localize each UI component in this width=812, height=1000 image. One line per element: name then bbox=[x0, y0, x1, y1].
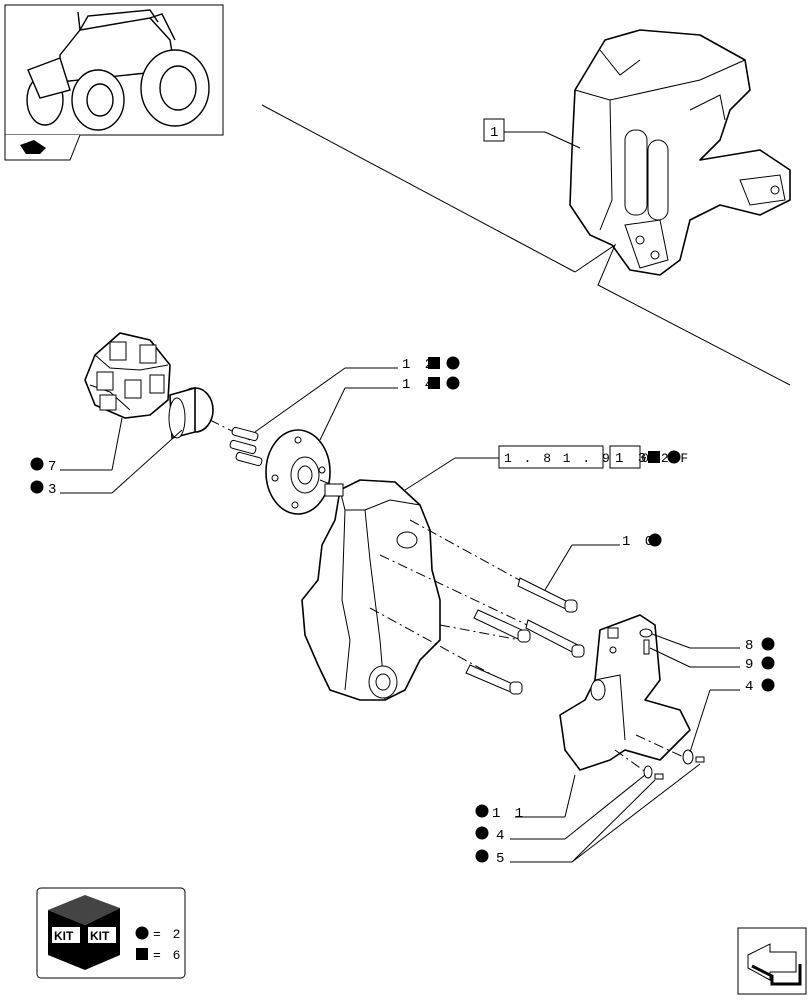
circle-marker-icon bbox=[135, 926, 149, 940]
callout-14[interactable]: 1 4 bbox=[319, 376, 460, 441]
callout-5-label: 5 bbox=[496, 851, 507, 867]
washer-part-8 bbox=[639, 628, 653, 638]
next-page-arrow-icon[interactable] bbox=[737, 927, 807, 995]
callout-12[interactable]: 1 2 bbox=[254, 356, 460, 433]
circle-marker-icon bbox=[30, 457, 44, 471]
callout-4-bottom-label: 4 bbox=[496, 828, 507, 844]
callout-1-label: 1 bbox=[490, 125, 501, 141]
screw-part-9 bbox=[643, 639, 650, 655]
bolt-set-part-12 bbox=[229, 426, 263, 467]
callout-14-label: 1 4 bbox=[402, 377, 436, 393]
washer-part-4 bbox=[643, 749, 694, 779]
circle-marker-icon bbox=[667, 450, 681, 464]
bushing-part-3 bbox=[168, 387, 214, 439]
circle-marker-icon bbox=[30, 480, 44, 494]
coupling-part-7 bbox=[84, 332, 171, 419]
circle-marker-icon bbox=[475, 849, 489, 863]
callout-10[interactable]: 1 0 bbox=[544, 533, 662, 591]
circle-marker-icon bbox=[446, 356, 460, 370]
kit-text-2: KIT bbox=[90, 929, 110, 943]
hitch-assembly-part-1 bbox=[569, 29, 791, 276]
callout-12-label: 1 2 bbox=[402, 357, 436, 373]
callout-8-label: 8 bbox=[745, 638, 756, 654]
square-marker-icon bbox=[136, 948, 148, 960]
bracket-part-11 bbox=[559, 614, 691, 771]
callout-11[interactable]: 1 1 bbox=[475, 774, 576, 822]
callout-13[interactable]: 1 3 bbox=[609, 445, 681, 469]
callout-4-right-label: 4 bbox=[745, 679, 756, 695]
page-nav-icon bbox=[20, 140, 46, 154]
callout-9-label: 9 bbox=[745, 657, 756, 673]
callout-4-right[interactable]: 4 bbox=[689, 678, 775, 753]
circle-marker-icon bbox=[648, 533, 662, 547]
bolt-part-10 bbox=[465, 577, 585, 695]
callout-4-bottom[interactable]: 4 bbox=[475, 774, 646, 844]
kit-legend: KIT KIT = 2 = 6 bbox=[36, 887, 186, 979]
tractor-thumbnail[interactable] bbox=[4, 4, 224, 161]
callout-group-ref[interactable]: 1 . 8 1 . 9 / 0 2 F bbox=[404, 445, 690, 491]
callout-7-label: 7 bbox=[48, 459, 59, 475]
kit-text-1: KIT bbox=[54, 929, 74, 943]
callout-10-label: 1 0 bbox=[622, 534, 656, 550]
circle-marker-icon bbox=[761, 637, 775, 651]
callout-3-label: 3 bbox=[48, 482, 59, 498]
callout-13-label: 1 3 bbox=[615, 451, 649, 467]
kit-circle-value: = 2 bbox=[153, 927, 182, 942]
circle-marker-icon bbox=[475, 826, 489, 840]
callout-8[interactable]: 8 bbox=[651, 633, 775, 654]
flange-part-14 bbox=[265, 429, 331, 515]
kit-box-icon: KIT KIT bbox=[48, 895, 120, 970]
callout-11-label: 1 1 bbox=[492, 806, 526, 822]
circle-marker-icon bbox=[446, 376, 460, 390]
callout-1[interactable]: 1 bbox=[483, 118, 581, 149]
square-marker-icon bbox=[648, 451, 660, 463]
screw-part-5 bbox=[654, 756, 705, 780]
gearbox-housing bbox=[301, 479, 441, 701]
circle-marker-icon bbox=[475, 804, 489, 818]
callout-3[interactable]: 3 bbox=[30, 429, 183, 498]
circle-marker-icon bbox=[761, 678, 775, 692]
callout-9[interactable]: 9 bbox=[649, 647, 775, 673]
callout-5[interactable]: 5 bbox=[475, 763, 701, 867]
group-ref-label: 1 . 8 1 . 9 / 0 2 F bbox=[504, 451, 690, 466]
square-marker-icon bbox=[428, 377, 440, 389]
circle-marker-icon bbox=[761, 656, 775, 670]
kit-square-value: = 6 bbox=[153, 948, 182, 963]
square-marker-icon bbox=[428, 357, 440, 369]
callout-7[interactable]: 7 bbox=[30, 417, 123, 475]
